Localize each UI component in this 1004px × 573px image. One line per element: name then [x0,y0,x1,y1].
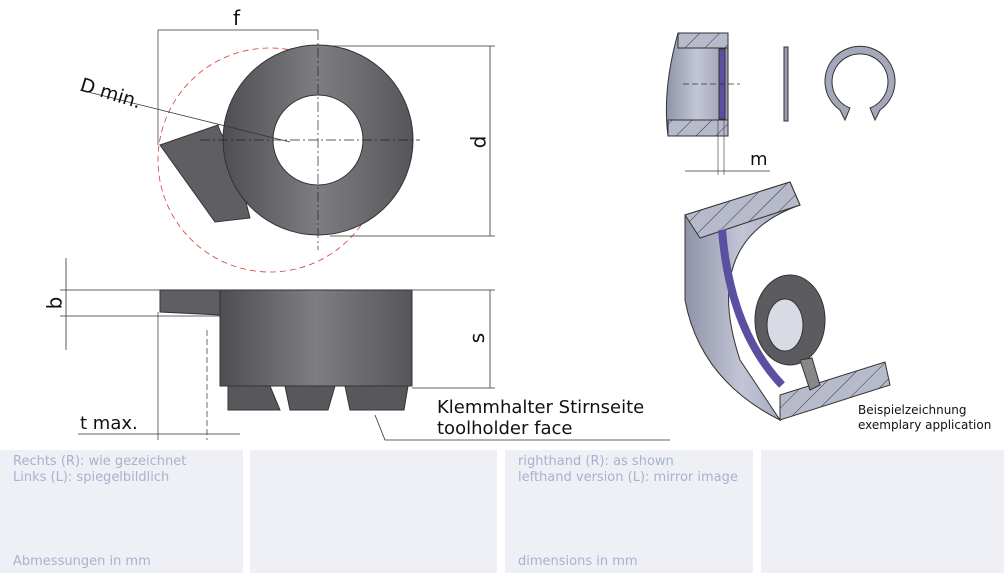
dim-label-b: b [42,296,67,310]
info-panel-blank-2 [761,450,1004,573]
insert-side-view [60,258,670,441]
dim-label-m: m [750,149,768,170]
handedness-right-de: Rechts (R): wie gezeichnet [13,454,187,469]
info-panel-blank-1 [250,450,497,573]
example-label-de: Beispielzeichnung [858,403,967,417]
info-panel-en: righthand (R): as shown lefthand version… [505,450,753,573]
insert-top-view [79,29,495,273]
toolholder-label-en: toolholder face [437,418,573,439]
units-note-de: Abmessungen in mm [13,554,151,569]
info-panel-de: Rechts (R): wie gezeichnet Links (L): sp… [0,450,243,573]
dim-label-f: f [233,6,241,30]
application-3d-view [684,181,891,422]
handedness-right-en: righthand (R): as shown [518,454,674,469]
groove-section-view [665,32,896,175]
toolholder-label-de: Klemmhalter Stirnseite [437,397,645,418]
technical-drawing [60,29,896,441]
dim-label-d: d [466,135,491,149]
example-label-en: exemplary application [858,418,992,432]
units-note-en: dimensions in mm [518,554,638,569]
handedness-left-de: Links (L): spiegelbildlich [13,470,170,485]
dim-label-s: s [465,332,490,344]
handedness-left-en: lefthand version (L): mirror image [518,470,738,485]
dim-label-t-max: t max. [80,413,138,434]
